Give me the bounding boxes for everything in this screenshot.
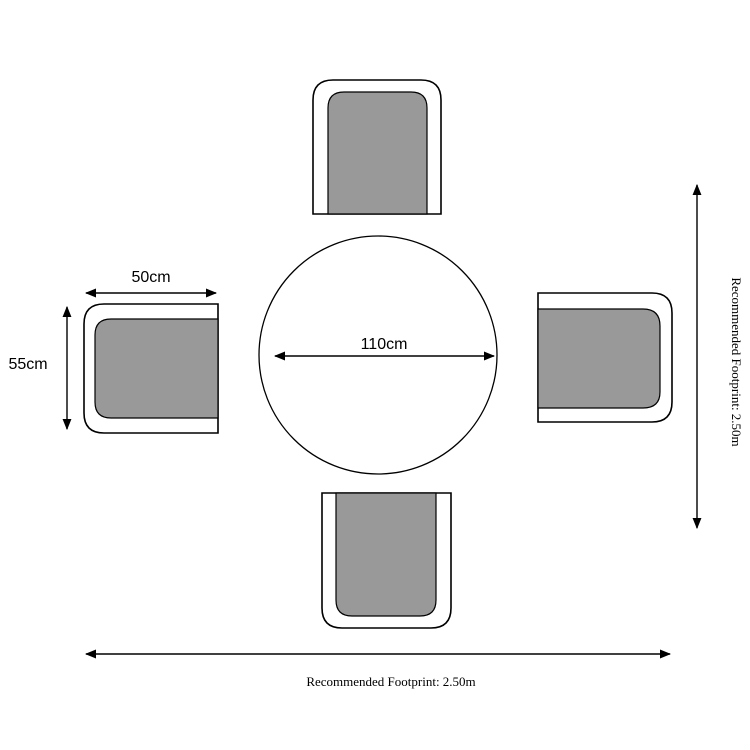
table-diameter-label: 110cm [361,336,408,353]
chair-bottom-cushion [335,492,437,617]
chair-left [83,303,219,434]
chair-left-cushion [94,318,219,419]
chair-top [312,79,442,215]
chair-right [537,292,673,423]
chair-depth-label: 55cm [8,356,47,373]
chair-bottom [321,492,452,629]
footprint-vertical-label: Recommended Footprint: 2.50m [729,277,744,446]
round-table [258,235,498,475]
chair-right-cushion [537,308,661,409]
chair-top-cushion [327,91,428,215]
chair-width-label: 50cm [131,269,170,286]
footprint-horizontal-label: Recommended Footprint: 2.50m [306,674,475,689]
